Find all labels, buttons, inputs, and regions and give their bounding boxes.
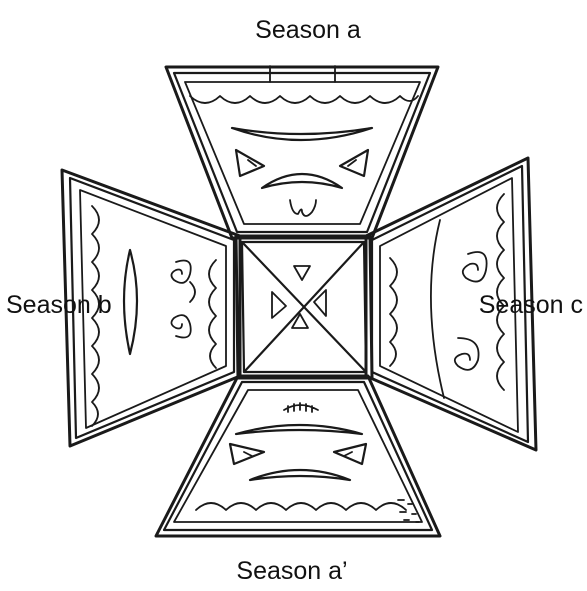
label-season-a: Season a: [255, 16, 361, 44]
label-season-c: Season c: [479, 291, 583, 319]
panel-bottom: [156, 376, 440, 536]
label-season-b: Season b: [6, 291, 112, 319]
center-square: [236, 236, 372, 378]
label-season-a-prime: Season a’: [236, 557, 347, 585]
panel-top: [166, 66, 438, 238]
